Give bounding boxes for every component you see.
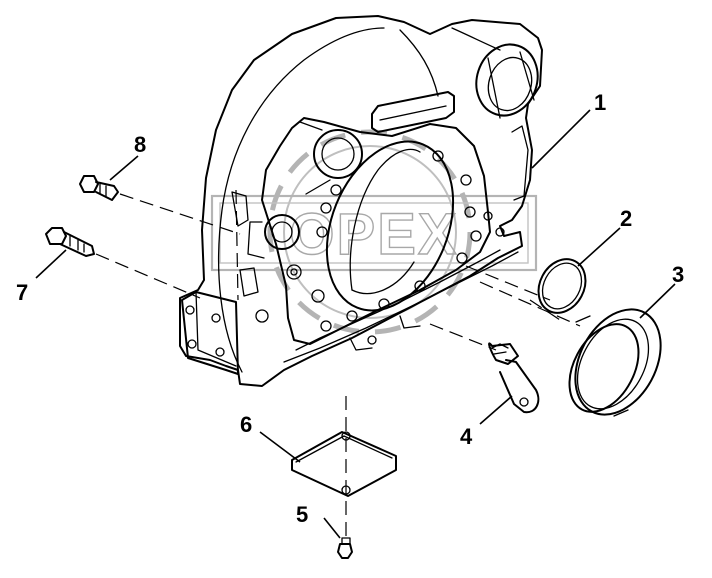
leader-lines bbox=[35, 109, 676, 539]
callout-1: 1 bbox=[594, 90, 606, 115]
callout-3: 3 bbox=[672, 262, 684, 287]
cover-plate bbox=[291, 431, 397, 497]
watermark: OPEX bbox=[210, 129, 538, 335]
bracket bbox=[488, 342, 540, 414]
flywheel-housing bbox=[179, 15, 543, 387]
o-ring bbox=[537, 258, 587, 314]
flange-bolt bbox=[45, 227, 95, 257]
watermark-text: OPEX bbox=[289, 202, 458, 267]
callout-6: 6 bbox=[240, 412, 252, 437]
callout-7: 7 bbox=[16, 280, 28, 305]
rear-seal bbox=[568, 308, 662, 417]
callout-2: 2 bbox=[620, 206, 632, 231]
callout-8: 8 bbox=[134, 132, 146, 157]
callout-4: 4 bbox=[460, 424, 473, 449]
bolt bbox=[79, 175, 119, 201]
assembly-lines bbox=[95, 193, 581, 540]
screw bbox=[337, 537, 353, 559]
callout-5: 5 bbox=[296, 502, 308, 527]
callouts: 1 2 3 4 5 6 7 8 bbox=[16, 90, 684, 527]
